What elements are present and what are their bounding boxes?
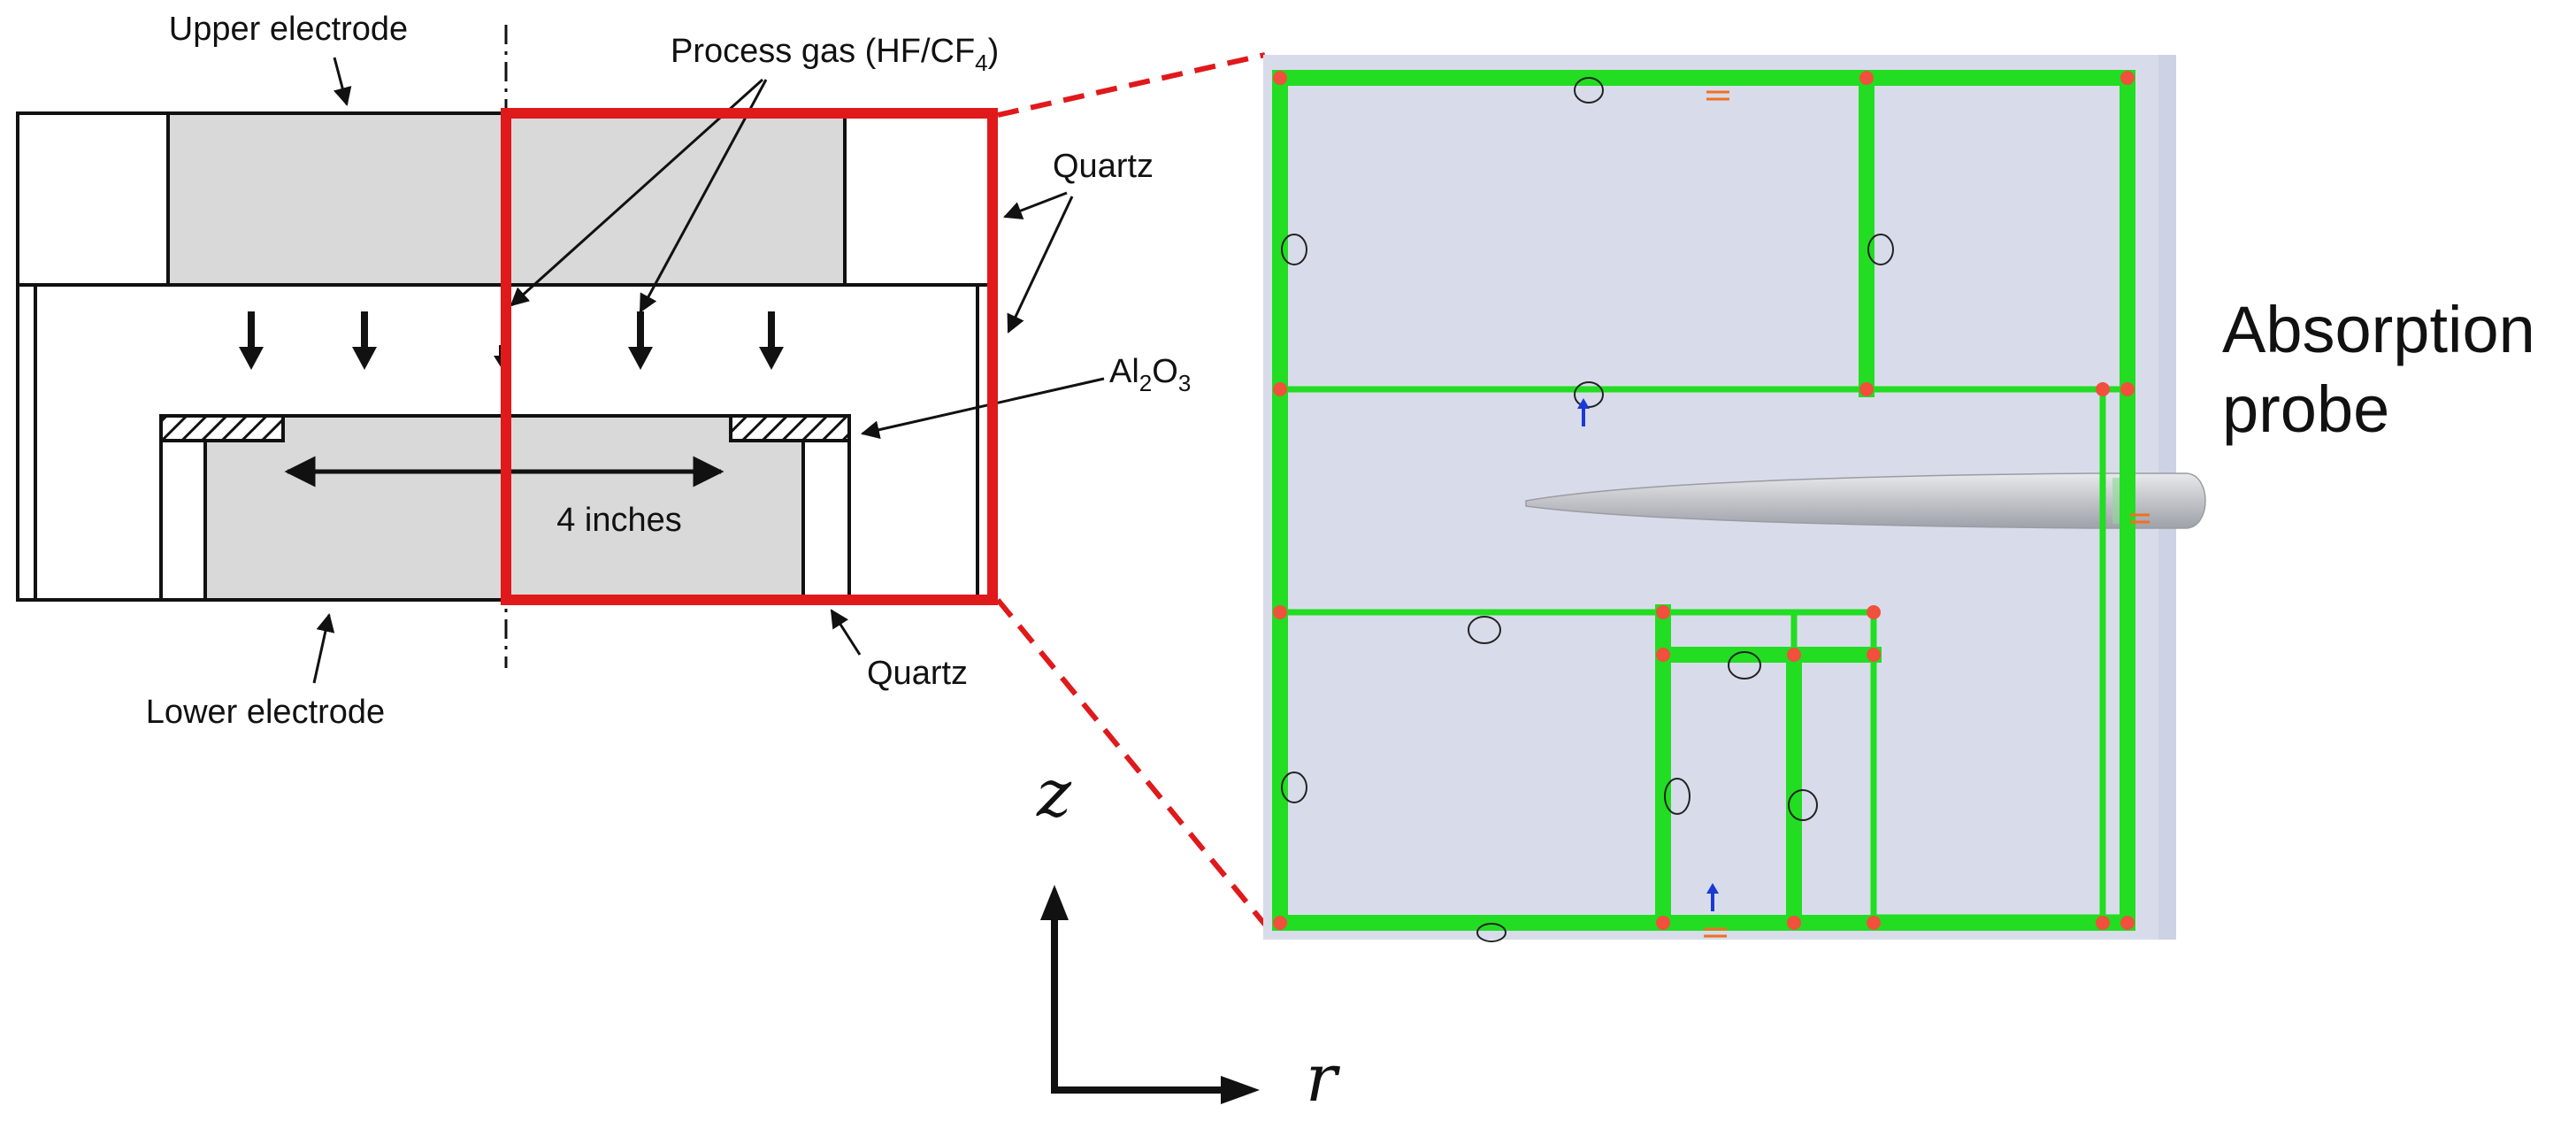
- al2o3-label: Al2O3: [1109, 353, 1191, 396]
- coordinate-axes: z r: [1036, 756, 1341, 1117]
- absorption-probe-label-line2: probe: [2222, 372, 2389, 446]
- dimension-label: 4 inches: [556, 502, 682, 539]
- quartz-ring-right: [801, 437, 851, 602]
- outlet-markers: [1704, 90, 2150, 938]
- upper-electrode-label: Upper electrode: [169, 11, 408, 48]
- zoom-region-box: [501, 108, 998, 605]
- reactor-cross-section: 4 inches Upper electrode Process gas (HF…: [16, 11, 1191, 731]
- z-axis-label: z: [1036, 756, 1072, 832]
- r-axis-label: r: [1306, 1040, 1341, 1117]
- al2o3-pointer: [860, 377, 1105, 440]
- mesh-vertices: [1273, 71, 2135, 930]
- inlet-markers: [1577, 398, 1719, 911]
- quartz-top-label: Quartz: [1053, 148, 1154, 185]
- r-axis-arrowhead: [1221, 1076, 1260, 1104]
- quartz-top-pointers: [1003, 191, 1074, 334]
- quartz-ring-left: [159, 437, 207, 602]
- quartz-bottom-label: Quartz: [867, 655, 968, 692]
- quartz-bottom-pointer: [830, 609, 862, 656]
- simulation-domain: [1263, 55, 2206, 942]
- upper-electrode-pointer: [333, 57, 352, 107]
- mesh-edges-thick: [1272, 70, 2135, 931]
- lower-electrode-label: Lower electrode: [146, 694, 385, 731]
- absorption-probe-label: Absorption probe: [2222, 293, 2535, 446]
- zoom-connectors: [995, 52, 1268, 926]
- process-gas-label: Process gas (HF/CF4): [671, 33, 999, 76]
- al2o3-piece-right: [729, 414, 851, 442]
- absorption-probe-label-line1: Absorption: [2222, 293, 2535, 366]
- al2o3-piece-left: [159, 414, 285, 442]
- lower-electrode-pointer: [312, 612, 335, 684]
- z-axis-arrowhead: [1040, 885, 1069, 920]
- boundary-markers: [1281, 77, 1894, 942]
